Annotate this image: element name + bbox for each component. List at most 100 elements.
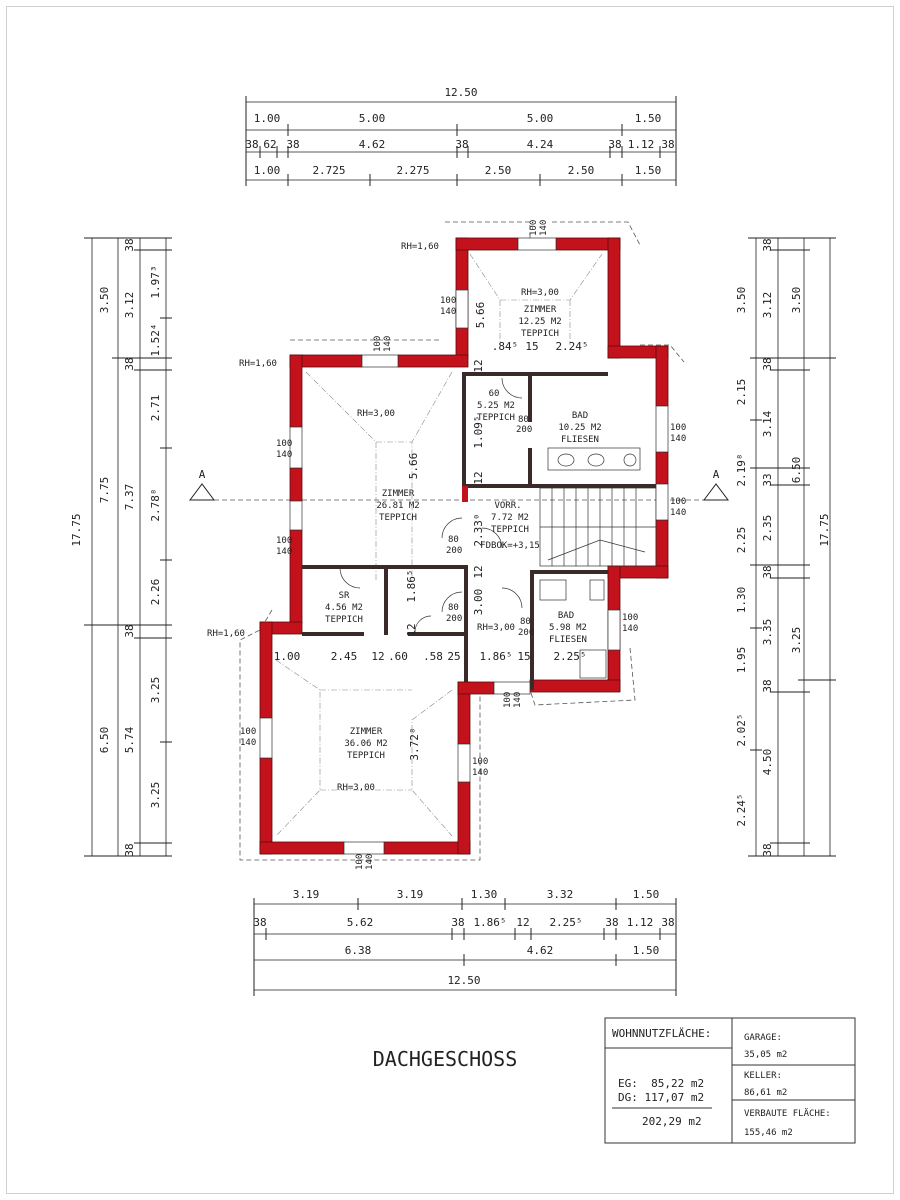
right-dim: 4.50 [761, 749, 774, 776]
svg-text:.84⁵: .84⁵ [492, 340, 519, 353]
svg-text:ZIMMER: ZIMMER [382, 489, 415, 499]
left-dim: 5.74 [123, 726, 136, 753]
top-dim: 4.62 [359, 138, 386, 151]
svg-text:100: 100 [529, 220, 539, 236]
svg-text:100: 100 [670, 423, 686, 433]
area-dg: DG: 117,07 m2 [618, 1091, 704, 1104]
bottom-dim: 2.25⁵ [549, 916, 582, 929]
svg-text:2.24⁵: 2.24⁵ [555, 340, 588, 353]
svg-text:2.25⁵: 2.25⁵ [553, 650, 586, 663]
room-label-sr: SR 4.56 M2 TEPPICH [325, 591, 363, 625]
room-label-bad-lower: BAD 5.98 M2 FLIESEN RH=3,00 [477, 611, 587, 645]
svg-text:200: 200 [516, 425, 532, 435]
svg-text:TEPPICH: TEPPICH [325, 615, 363, 625]
area-table-heading: WOHNNUTZFLÄCHE: [612, 1027, 711, 1040]
bottom-dim: 1.50 [633, 888, 660, 901]
bottom-dim: 1.86⁵ [473, 916, 506, 929]
left-dim: 6.50 [98, 727, 111, 754]
svg-text:12: 12 [472, 471, 485, 484]
left-dim: 3.25 [149, 782, 162, 809]
bottom-dimensions [253, 898, 677, 996]
svg-text:2.45: 2.45 [331, 650, 358, 663]
left-dim: 3.50 [98, 287, 111, 314]
svg-text:140: 140 [539, 220, 549, 236]
bottom-dim: 38 [661, 916, 674, 929]
bottom-dim: 12 [516, 916, 529, 929]
svg-text:4.56 M2: 4.56 M2 [325, 603, 363, 613]
bottom-dim: 38 [605, 916, 618, 929]
top-dim: 4.24 [527, 138, 554, 151]
svg-text:VORR.: VORR. [494, 501, 521, 511]
svg-text:140: 140 [383, 336, 393, 352]
svg-text:12.25 M2: 12.25 M2 [518, 317, 561, 327]
top-dim: 2.50 [568, 164, 595, 177]
top-dim: 1.50 [635, 164, 662, 177]
left-dim: 1.97³ [149, 265, 162, 298]
bottom-dim: 38 [253, 916, 266, 929]
svg-text:5.25 M2: 5.25 M2 [477, 401, 515, 411]
left-dim: 38 [123, 238, 136, 251]
svg-text:36.06 M2: 36.06 M2 [344, 739, 387, 749]
inner-dim-labels: 5.66 5.66 .84⁵ 15 2.24⁵ 12 1.09⁵ 12 2.33… [274, 302, 589, 761]
top-dim: 38 [245, 138, 258, 151]
top-dim: 1.12 [628, 138, 655, 151]
svg-text:140: 140 [365, 854, 375, 870]
svg-text:80: 80 [520, 617, 531, 627]
svg-text:100: 100 [373, 336, 383, 352]
svg-text:1.86⁵: 1.86⁵ [405, 569, 418, 602]
rh-label: RH=1,60 [239, 359, 277, 369]
top-dim: 62 [263, 138, 276, 151]
verbaut-label: VERBAUTE FLÄCHE: [744, 1108, 831, 1119]
top-dim: 5.00 [527, 112, 554, 125]
room-label-bad-top: BAD 10.25 M2 FLIESEN [558, 411, 601, 445]
doors [339, 377, 523, 633]
left-dimensions [84, 237, 172, 857]
svg-text:SR: SR [339, 591, 350, 601]
keller-label: KELLER: [744, 1071, 782, 1081]
svg-text:5.66: 5.66 [407, 453, 420, 480]
bottom-dim: 3.32 [547, 888, 574, 901]
svg-text:12: 12 [472, 565, 485, 578]
top-dim-overall: 12.50 [444, 86, 477, 99]
svg-text:100: 100 [276, 536, 292, 546]
drawing-sheet [6, 6, 894, 1194]
bottom-dim: 1.50 [633, 944, 660, 957]
left-dim: 38 [123, 843, 136, 856]
right-dim: 2.02⁵ [735, 713, 748, 746]
svg-text:1.00: 1.00 [274, 650, 301, 663]
svg-text:RH=3,00: RH=3,00 [357, 409, 395, 419]
svg-text:FLIESEN: FLIESEN [549, 635, 587, 645]
top-dim: 38 [608, 138, 621, 151]
right-dim: 2.24⁵ [735, 793, 748, 826]
right-dim: 38 [761, 357, 774, 370]
svg-text:TEPPICH: TEPPICH [491, 525, 529, 535]
bottom-dim: 38 [451, 916, 464, 929]
right-dim: 3.12 [761, 292, 774, 319]
area-eg: EG: 85,22 m2 [618, 1077, 704, 1090]
svg-text:BAD: BAD [558, 611, 574, 621]
svg-text:15: 15 [525, 340, 538, 353]
left-dim: 3.25 [149, 677, 162, 704]
left-dim-labels: 17.75 3.50 7.75 6.50 3.12 7.37 5.74 38 3… [70, 238, 162, 856]
room-label-60: 60 5.25 M2 TEPPICH [477, 389, 515, 423]
svg-text:200: 200 [446, 546, 462, 556]
exterior-walls [259, 237, 669, 855]
svg-text:TEPPICH: TEPPICH [477, 413, 515, 423]
staircase [539, 487, 657, 567]
left-dim: 3.12 [123, 292, 136, 319]
room-label-zimmer-top: RH=3,00 ZIMMER 12.25 M2 TEPPICH [518, 288, 561, 339]
svg-text:TEPPICH: TEPPICH [347, 751, 385, 761]
svg-text:.60: .60 [388, 650, 408, 663]
svg-text:100: 100 [440, 296, 456, 306]
svg-text:80: 80 [448, 603, 459, 613]
rh-label: RH=1,60 [207, 629, 245, 639]
keller-value: 86,61 m2 [744, 1088, 787, 1098]
svg-text:5.66: 5.66 [474, 302, 487, 329]
garage-value: 35,05 m2 [744, 1050, 787, 1060]
left-dim: 38 [123, 624, 136, 637]
top-dim: 2.275 [396, 164, 429, 177]
left-dim: 38 [123, 357, 136, 370]
bottom-dim: 6.38 [345, 944, 372, 957]
top-dim: 38 [661, 138, 674, 151]
svg-text:10.25 M2: 10.25 M2 [558, 423, 601, 433]
